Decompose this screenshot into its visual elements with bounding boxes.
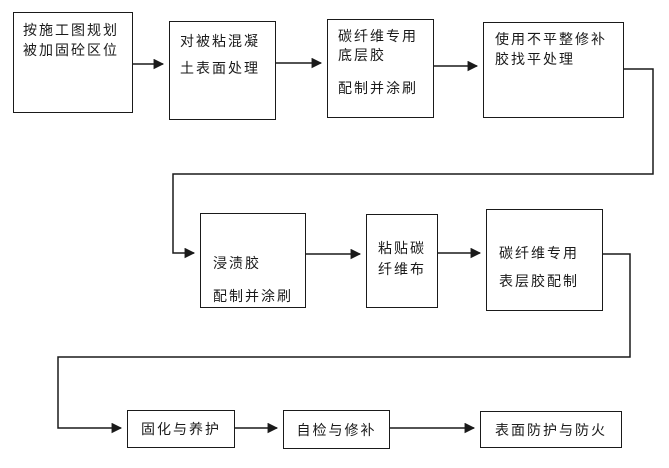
step-text-line: 碳纤维专用 [338,28,418,44]
flow-step-paste-fiber: 粘贴碳 纤维布 [366,214,438,308]
step-text-line: 土表面处理 [180,60,260,76]
step-text-line: 使用不平整修补 [495,31,607,47]
step-text-line: 按施工图规划 [23,22,119,38]
step-text-line: 配制并涂刷 [338,80,418,96]
flow-step-inspection: 自检与修补 [283,410,390,449]
step-text-line: 底层胶 [338,47,386,63]
step-text-line: 表面防护与防火 [495,421,607,438]
step-text-line: 自检与修补 [296,421,377,438]
step-text-line: 浸渍胶 [213,255,261,271]
step-text-line: 纤维布 [378,261,426,277]
step-text-line: 碳纤维专用 [499,245,579,261]
step-text-line: 粘贴碳 [378,240,426,256]
flow-step-surface-prep: 对被粘混凝 土表面处理 [169,21,276,120]
flow-step-impregnation: 浸渍胶 配制并涂刷 [200,213,306,308]
step-text-line: 固化与养护 [141,421,221,437]
step-text-line: 胶找平处理 [495,51,575,67]
flow-step-leveling: 使用不平整修补 胶找平处理 [483,22,624,118]
step-text-line: 表层胶配制 [499,273,579,289]
step-text-line: 对被粘混凝 [180,33,260,49]
flow-step-primer: 碳纤维专用 底层胶 配制并涂刷 [327,19,434,118]
flow-step-protection: 表面防护与防火 [480,411,622,448]
step-text-line: 配制并涂刷 [213,288,293,304]
flow-step-topcoat: 碳纤维专用 表层胶配制 [486,209,603,311]
step-text-line: 被加固砼区位 [23,42,119,58]
flow-step-curing: 固化与养护 [127,410,235,448]
flow-step-plan: 按施工图规划 被加固砼区位 [13,12,133,113]
